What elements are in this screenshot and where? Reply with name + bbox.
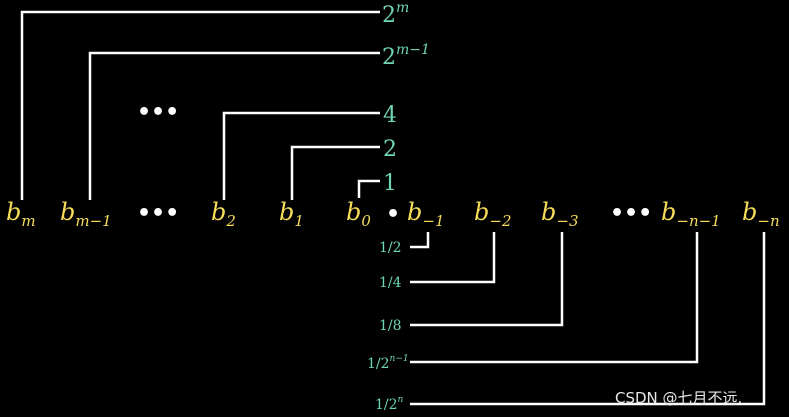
bit-b-1: b1 — [279, 198, 304, 230]
connector-b-m — [20, 10, 380, 200]
bottom-weights: 1/2 1/4 1/8 1/2n−1 1/2n — [367, 240, 409, 413]
bit-b-minus-1: b−1 — [407, 198, 445, 230]
bit-b-0: b0 — [346, 198, 371, 230]
weight-4: 4 — [383, 103, 397, 128]
bit-b-m: bm — [6, 198, 36, 230]
connector-b-minus-2 — [410, 232, 496, 284]
top-weights: 2m 2m−1 4 2 1 — [382, 0, 430, 196]
integer-weight-connectors — [20, 10, 380, 200]
bit-b-minus-2: b−2 — [474, 198, 512, 230]
binary-point: • — [386, 202, 400, 227]
weight-2-pow-m-minus-1: 2m−1 — [382, 42, 430, 70]
connector-b-0 — [357, 179, 380, 198]
ellipsis-fraction-bits: ••• — [610, 201, 652, 226]
weight-2: 2 — [383, 137, 397, 162]
connector-b-2 — [222, 111, 380, 200]
bit-b-minus-n: b−n — [742, 198, 780, 230]
weight-one-over-2-pow-n: 1/2n — [375, 395, 404, 413]
bit-b-2: b2 — [211, 198, 236, 230]
bit-b-minus-n-minus-1: b−n−1 — [661, 198, 721, 230]
weight-one-eighth: 1/8 — [379, 318, 402, 334]
fraction-weight-connectors — [410, 232, 766, 406]
bit-row: bm bm−1 b2 b1 b0 • b−1 b−2 b−3 b−n−1 b−n — [6, 198, 780, 230]
connector-b-minus-n-minus-1 — [410, 232, 699, 364]
connector-b-minus-n — [410, 232, 766, 406]
connector-b-minus-1 — [410, 232, 430, 249]
weight-one-half: 1/2 — [379, 240, 402, 256]
watermark: CSDN @七月不远. — [615, 389, 742, 407]
weight-one-quarter: 1/4 — [379, 275, 402, 291]
connector-b-m-minus-1 — [88, 51, 380, 200]
weight-1: 1 — [383, 171, 397, 196]
bit-b-minus-3: b−3 — [541, 198, 579, 230]
weight-2-pow-m: 2m — [382, 0, 409, 28]
weight-one-over-2-pow-n-minus-1: 1/2n−1 — [367, 354, 409, 372]
bit-b-m-minus-1: bm−1 — [60, 198, 112, 230]
connector-b-minus-3 — [410, 232, 564, 327]
connector-b-1 — [290, 145, 380, 200]
ellipsis-top: ••• — [137, 100, 179, 125]
ellipsis-integer-bits: ••• — [137, 201, 179, 226]
